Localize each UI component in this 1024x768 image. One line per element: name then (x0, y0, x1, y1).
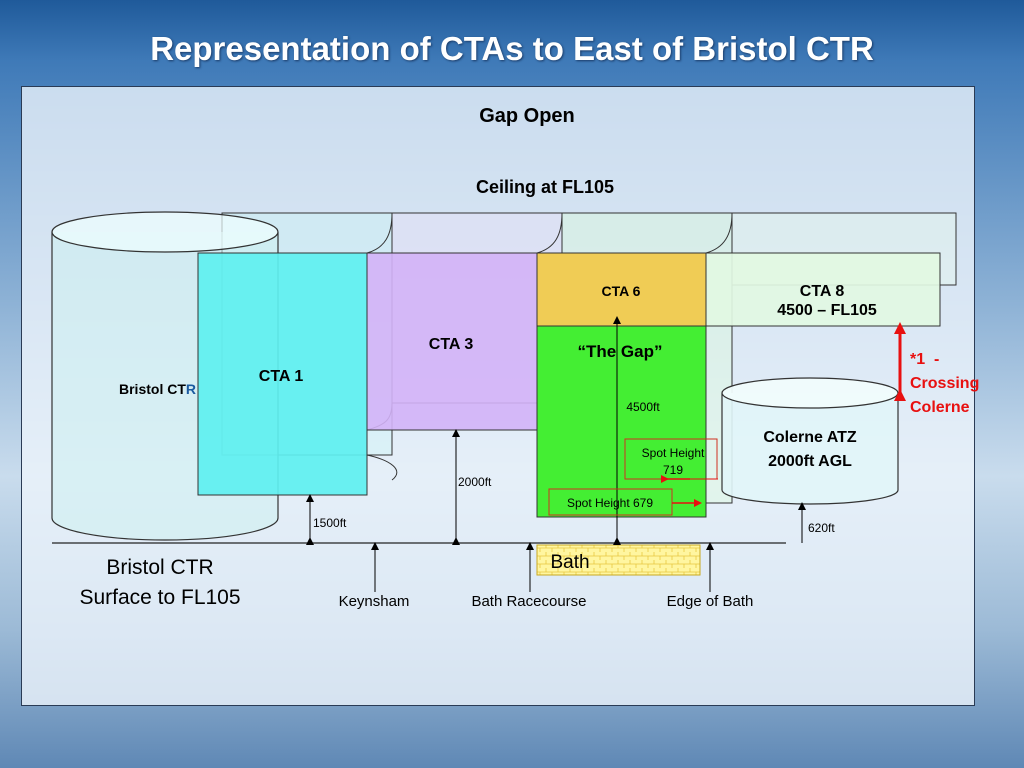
colerne-atz-cylinder (721, 377, 899, 505)
keynsham-label: Keynsham (339, 593, 410, 610)
height-1500-label: 1500ft (313, 516, 347, 530)
spot-height-719-line2: 719 (663, 463, 683, 477)
bristol-ctr-caption-line1: Bristol CTR (106, 556, 213, 579)
edge-of-bath-label: Edge of Bath (667, 593, 754, 610)
cta3-depth-curve (366, 212, 393, 254)
cta1-label: CTA 1 (259, 368, 304, 385)
cta8-depth-curve (705, 212, 733, 254)
cta6-box (536, 252, 707, 327)
cta6-label: CTA 6 (602, 283, 641, 299)
gap-height-label: 4500ft (626, 400, 660, 414)
gap-box (536, 325, 707, 518)
cta6-depth-curve (536, 212, 563, 254)
colerne-label-line1: Colerne ATZ (763, 429, 857, 446)
cta3-label: CTA 3 (429, 336, 474, 353)
bristol-ctr-caption-line2: Surface to FL105 (79, 586, 240, 609)
slide-title: Representation of CTAs to East of Bristo… (150, 30, 874, 67)
bath-block (536, 544, 701, 576)
cta1-base-curve (366, 454, 398, 481)
spot-height-679-label: Spot Height 679 (567, 496, 653, 510)
cta8-box (705, 252, 941, 327)
gap-state-label: Gap Open (479, 105, 575, 127)
cta8-label-line2: 4500 – FL105 (777, 302, 877, 319)
bath-racecourse-label: Bath Racecourse (471, 593, 586, 610)
bath-label: Bath (550, 552, 589, 573)
colerne-label-line2: 2000ft AGL (768, 453, 852, 470)
the-gap-label: “The Gap” (577, 342, 662, 361)
crossing-label-line2: Crossing (910, 375, 979, 392)
bristol-ctr-inner-label: Bristol CTR (119, 381, 196, 397)
ceiling-label: Ceiling at FL105 (476, 177, 614, 197)
crossing-label-line1: *1 - (910, 351, 939, 368)
spot-height-719-line1: Spot Height (642, 446, 705, 460)
height-620-label: 620ft (808, 521, 835, 535)
cta1-box (197, 252, 368, 496)
spot-height-679-box (548, 488, 673, 516)
height-2000-label: 2000ft (458, 475, 492, 489)
crossing-label-line3: Colerne (910, 399, 970, 416)
cta8-label-line1: CTA 8 (800, 283, 845, 300)
